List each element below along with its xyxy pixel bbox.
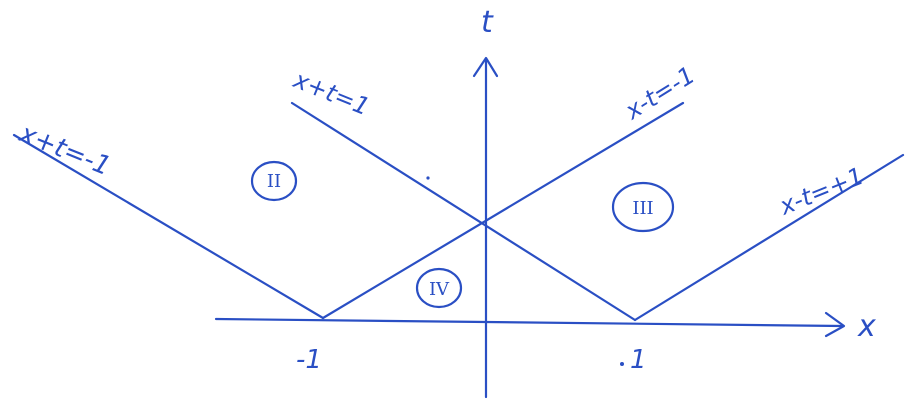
line-x-plus-t-1 [290,101,637,322]
x-axis-label: x [857,309,876,344]
region-three-marker: III [611,181,675,233]
line-x-minus-t-plus1 [633,153,905,322]
label-x-plus-t-minus1: x+t=-1 [14,118,114,182]
region-four-marker: IV [415,267,463,309]
line-x-minus-t-minus1 [321,101,685,320]
t-axis-arrowhead [472,56,499,78]
pen-dot [426,176,430,180]
t-axis-label: t [481,5,494,40]
x-axis-arrowhead [824,311,846,338]
region-three-label: III [632,198,653,219]
x-axis [214,317,844,328]
region-four-label: IV [429,279,450,300]
line-x-plus-t-minus1 [12,133,325,320]
tick-one: 1 [630,345,647,375]
label-x-minus-t-plus1: x-t=+1 [775,162,868,221]
tick-minus-one: -1 [296,345,322,375]
region-two-marker: II [250,160,298,202]
label-x-plus-t-1: x+t=1 [289,65,374,121]
region-two-label: II [267,171,281,192]
tick-one-dot [620,362,624,366]
